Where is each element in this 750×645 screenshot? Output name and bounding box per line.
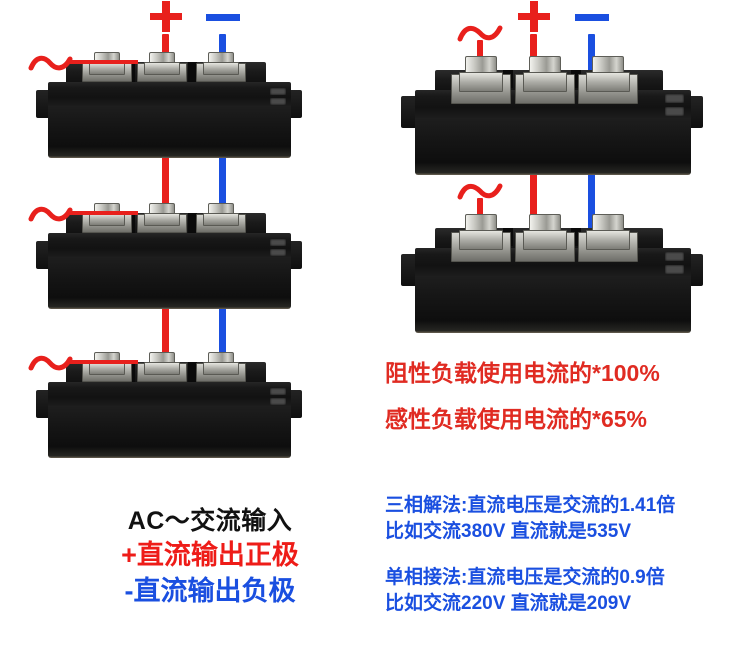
module-front-face (415, 118, 691, 175)
legend-dc-positive: +直流输出正极 (121, 540, 299, 570)
note-three-phase-line2: 比如交流380V 直流就是535V (385, 521, 632, 543)
module-front-face (415, 276, 691, 333)
module-mount-hole (270, 388, 286, 395)
terminal-ac (82, 203, 132, 233)
ac-tilde-icon-right-2 (457, 183, 503, 200)
terminal-ac (82, 352, 132, 382)
terminal-nut (143, 362, 181, 375)
module-upper-body (48, 382, 291, 408)
terminal-ac (451, 56, 511, 104)
legend-block: AC〜交流输入 +直流输出正极 -直流输出负极 (80, 505, 340, 609)
module-mount-hole (270, 88, 286, 95)
ac-tilde-icon-left-2 (28, 206, 73, 222)
rectifier-module-left-2 (36, 203, 302, 309)
terminal-ac (82, 52, 132, 82)
ac-lead-wire-left-1 (70, 60, 138, 64)
module-mount-hole (270, 249, 286, 256)
terminal-ac (451, 214, 511, 262)
minus-symbol-right (575, 14, 609, 21)
module-front-face (48, 106, 291, 158)
module-deck-gap (571, 228, 581, 246)
terminal-nut (202, 213, 240, 226)
rectifier-module-right-1 (401, 56, 703, 175)
terminal-nut (523, 230, 567, 250)
terminal-nut (586, 72, 630, 92)
module-front-face (48, 406, 291, 458)
rectifier-module-left-1 (36, 52, 302, 158)
module-mount-hole (665, 252, 684, 261)
terminal-positive (515, 214, 575, 262)
terminal-positive (137, 352, 187, 382)
ac-lead-wire-left-3 (70, 360, 138, 364)
terminal-positive (137, 52, 187, 82)
positive-bus-wire-left (162, 34, 169, 367)
terminal-nut (143, 62, 181, 75)
terminal-nut (459, 230, 503, 250)
terminal-positive (137, 203, 187, 233)
terminal-nut (202, 62, 240, 75)
minus-symbol-left (206, 14, 240, 21)
terminal-nut (143, 213, 181, 226)
terminal-nut (459, 72, 503, 92)
note-single-phase-line1: 单相接法:直流电压是交流的0.9倍 (385, 567, 665, 588)
plus-icon-vertical-bar (162, 1, 170, 32)
negative-bus-wire-left (219, 34, 226, 367)
module-mount-hole (270, 398, 286, 405)
terminal-nut (523, 72, 567, 92)
ac-tilde-icon-right-1 (457, 25, 503, 42)
terminal-nut (202, 362, 240, 375)
module-front-face (48, 257, 291, 309)
module-deck-gap (188, 213, 197, 233)
note-single-phase: 单相接法:直流电压是交流的0.9倍 比如交流220V 直流就是209V (385, 565, 665, 617)
ac-lead-wire-left-2 (70, 211, 138, 215)
module-mount-hole (665, 265, 684, 274)
terminal-negative (578, 56, 638, 104)
module-mount-hole (665, 94, 684, 103)
terminal-negative (196, 352, 246, 382)
module-mount-hole (270, 98, 286, 105)
module-deck-gap (188, 62, 197, 82)
module-mount-hole (665, 107, 684, 116)
note-resistive-load: 阻性负载使用电流的*100% (385, 360, 660, 386)
note-three-phase-line1: 三相解法:直流电压是交流的1.41倍 (385, 495, 676, 516)
module-deck-gap (188, 362, 197, 382)
note-inductive-load: 感性负载使用电流的*65% (385, 406, 647, 432)
module-mount-hole (270, 239, 286, 246)
terminal-nut (88, 362, 126, 375)
rectifier-module-right-2 (401, 214, 703, 333)
plus-icon-vertical-bar (530, 1, 538, 32)
ac-tilde-icon-left-3 (28, 355, 73, 371)
ac-tilde-icon-left-1 (28, 55, 73, 71)
legend-ac-input: AC〜交流输入 (127, 507, 293, 535)
rectifier-module-left-3 (36, 352, 302, 458)
module-upper-body (48, 82, 291, 108)
legend-dc-negative: -直流输出负极 (124, 575, 296, 606)
terminal-nut (88, 62, 126, 75)
terminal-nut (586, 230, 630, 250)
module-upper-body (48, 233, 291, 259)
terminal-nut (88, 213, 126, 226)
terminal-negative (196, 52, 246, 82)
terminal-negative (578, 214, 638, 262)
note-single-phase-line2: 比如交流220V 直流就是209V (385, 593, 632, 615)
terminal-negative (196, 203, 246, 233)
module-deck-gap (571, 70, 581, 88)
note-three-phase: 三相解法:直流电压是交流的1.41倍 比如交流380V 直流就是535V (385, 493, 675, 545)
terminal-positive (515, 56, 575, 104)
